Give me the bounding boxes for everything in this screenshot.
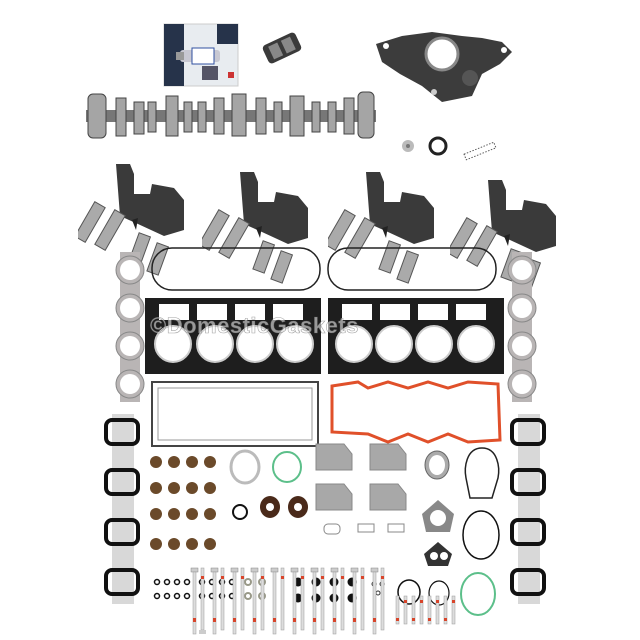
relief-valve-plug — [400, 138, 416, 154]
rear-seal — [422, 448, 452, 482]
oil-pump — [372, 24, 524, 104]
water-pump-gasket — [420, 498, 456, 534]
small-o-ring — [230, 502, 250, 522]
o-ring-medium-1 — [396, 578, 422, 606]
black-gasket — [422, 540, 454, 568]
watermark: ©DomesticGaskets — [150, 313, 359, 339]
ring-green — [270, 448, 304, 486]
head-gasket-left — [145, 298, 321, 374]
large-gasket-ring-1 — [462, 446, 502, 502]
head-bolts-short — [394, 594, 466, 630]
valve-stem-seals — [148, 454, 220, 576]
oil-pickup-screen — [258, 28, 306, 68]
spring — [460, 136, 500, 166]
large-o-ring-2 — [460, 508, 502, 562]
ring-silver — [228, 448, 262, 486]
sealant-package — [162, 22, 240, 88]
plate-gaskets — [314, 440, 414, 540]
o-ring-green-large — [458, 570, 498, 618]
valve-cover-gasket-left — [150, 244, 322, 294]
camshaft — [86, 84, 376, 146]
exhaust-gasket-right — [504, 246, 540, 406]
o-ring — [426, 134, 450, 158]
head-bolts-long — [190, 566, 396, 640]
head-gasket-right — [328, 298, 504, 374]
exhaust-gasket-left — [112, 246, 148, 406]
valley-gasket-left — [150, 380, 322, 450]
seal-dark-1 — [258, 494, 282, 520]
intake-gaskets-left — [102, 414, 144, 604]
intake-gaskets-right — [508, 414, 550, 604]
valve-cover-gasket-right — [326, 244, 498, 294]
seal-dark-2 — [286, 494, 310, 520]
valley-gasket-right — [328, 380, 504, 450]
